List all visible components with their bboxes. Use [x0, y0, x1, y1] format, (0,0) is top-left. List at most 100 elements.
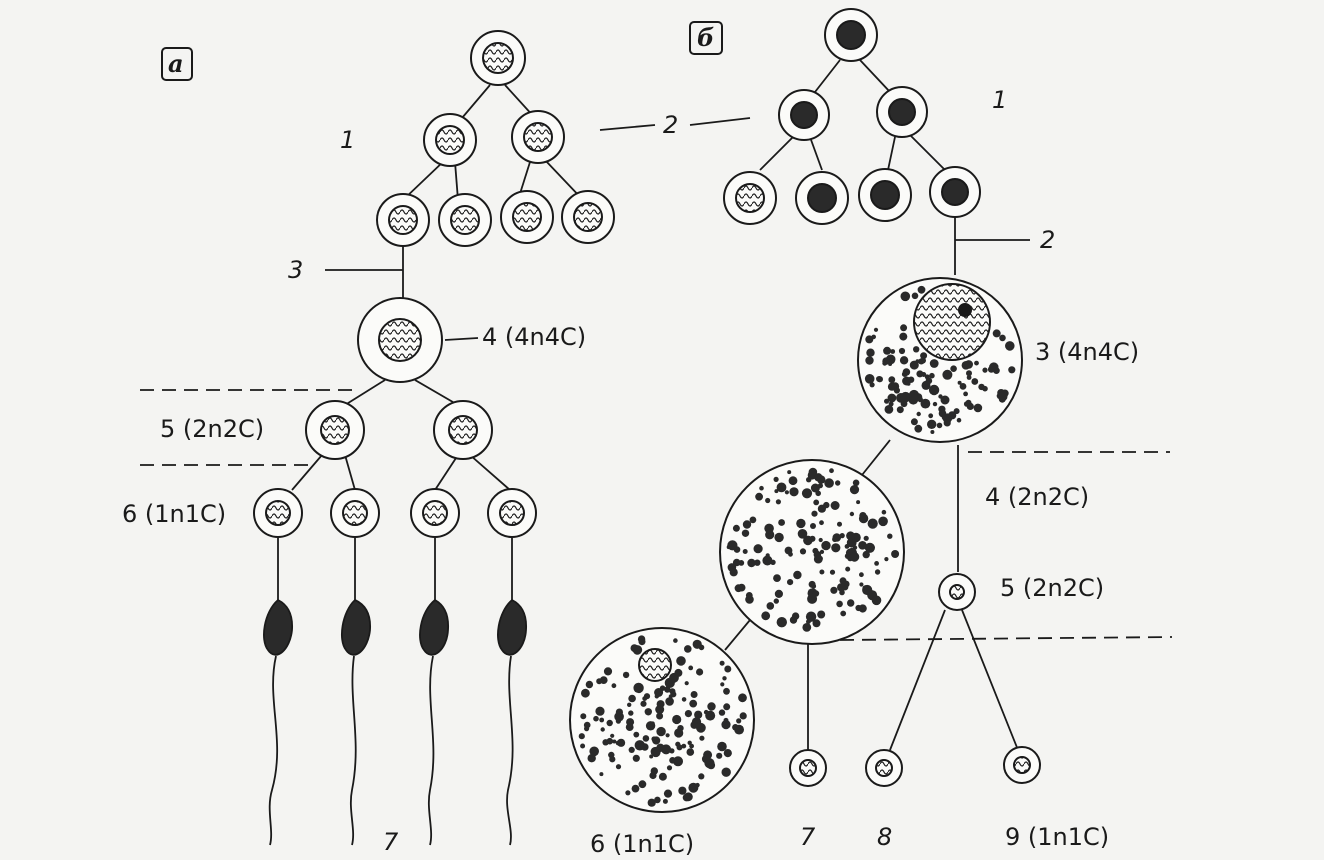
- yolk-granule: [939, 410, 947, 418]
- yolk-granule: [719, 709, 725, 715]
- yolk-granule: [830, 587, 837, 594]
- label-b-1: 1: [992, 86, 1007, 114]
- yolk-granule: [800, 548, 806, 554]
- yolk-granule: [720, 682, 724, 686]
- yolk-granule: [875, 569, 880, 574]
- yolk-granule: [774, 533, 783, 542]
- yolk-granule: [942, 370, 952, 380]
- yolk-granule: [628, 695, 636, 703]
- yolk-granule: [974, 404, 983, 413]
- yolk-granule: [776, 499, 781, 504]
- yolk-granule: [900, 324, 907, 331]
- yolk-granule: [593, 716, 599, 722]
- yolk-granule: [657, 700, 665, 708]
- yolk-granule: [974, 361, 979, 366]
- yolk-granule: [926, 378, 933, 385]
- yolk-granule: [929, 385, 939, 395]
- yolk-granule: [948, 411, 956, 419]
- spermatid-2: [331, 489, 379, 537]
- yolk-granule: [837, 583, 845, 591]
- label-a-7: 7: [383, 828, 399, 856]
- yolk-granule: [811, 511, 817, 517]
- yolk-granule: [673, 756, 683, 766]
- panel-a-cells: [254, 31, 614, 537]
- yolk-granule: [616, 764, 621, 769]
- yolk-granule: [724, 718, 729, 723]
- yolk-granule: [859, 582, 863, 586]
- yolk-granule: [629, 747, 635, 753]
- yolk-granule: [933, 402, 937, 406]
- yolk-granule: [580, 713, 586, 719]
- yolk-granule: [817, 611, 825, 619]
- yolk-granule: [673, 638, 678, 643]
- spermatid-3: [411, 489, 459, 537]
- spermatogonium-right: [512, 111, 564, 163]
- polar-body-7: [790, 750, 826, 786]
- yolk-granule: [774, 598, 779, 603]
- oogonium-row-2: [796, 172, 848, 224]
- yolk-granule: [967, 375, 972, 380]
- yolk-granule: [685, 681, 689, 685]
- yolk-granule: [821, 541, 830, 550]
- yolk-granule: [894, 387, 900, 393]
- yolk-granule: [966, 400, 972, 406]
- yolk-granule: [694, 711, 702, 719]
- yolk-granule: [818, 483, 823, 488]
- yolk-granule: [651, 721, 655, 725]
- yolk-granule: [754, 544, 763, 553]
- yolk-granule: [914, 425, 922, 433]
- yolk-granule: [640, 701, 646, 707]
- yolk-granule: [846, 531, 855, 540]
- yolk-granule: [859, 514, 868, 523]
- yolk-granule: [902, 371, 908, 377]
- yolk-granule: [836, 601, 843, 608]
- label-b-2: 2: [1040, 226, 1055, 254]
- yolk-granule: [817, 475, 825, 483]
- label-a-1: 1: [340, 126, 355, 154]
- spermatozoon-4: [498, 600, 526, 845]
- yolk-granule: [818, 505, 826, 513]
- yolk-granule: [787, 470, 791, 474]
- yolk-granule: [588, 754, 596, 762]
- yolk-granule: [928, 413, 933, 418]
- label-b-9: 9 (1n1C): [1005, 823, 1109, 851]
- yolk-granule: [818, 556, 823, 561]
- yolk-granule: [746, 592, 753, 599]
- yolk-granule: [962, 361, 971, 370]
- yolk-granule: [850, 512, 854, 516]
- yolk-granule: [777, 617, 787, 627]
- yolk-granule: [599, 772, 603, 776]
- secondary-spermatocyte-left: [306, 401, 364, 459]
- label-a-3: 3: [288, 256, 303, 284]
- yolk-granule: [982, 386, 988, 392]
- panel-a-letter: а: [168, 49, 184, 78]
- label-b-8: 8: [877, 823, 892, 851]
- yolk-granule: [750, 517, 757, 524]
- yolk-granule: [930, 430, 934, 434]
- yolk-granule: [688, 666, 693, 671]
- label-b-7: 7: [800, 823, 816, 851]
- yolk-granule: [793, 571, 801, 579]
- yolk-granule: [723, 703, 730, 710]
- yolk-granule: [950, 365, 957, 372]
- yolk-granule: [819, 538, 823, 542]
- yolk-granule: [676, 656, 686, 666]
- yolk-granule: [884, 399, 889, 404]
- yolk-granule: [742, 530, 749, 537]
- spermatid-4: [488, 489, 536, 537]
- yolk-granule: [789, 487, 798, 496]
- yolk-granule: [596, 708, 601, 713]
- yolk-granule: [612, 683, 617, 688]
- yolk-granule: [633, 755, 640, 762]
- yolk-granule: [663, 799, 668, 804]
- oogonium-row-3: [859, 169, 911, 221]
- yolk-granule: [635, 740, 645, 750]
- yolk-granule: [937, 423, 943, 429]
- yolk-granule: [909, 390, 919, 400]
- yolk-granule: [723, 688, 730, 695]
- yolk-granule: [677, 744, 683, 750]
- yolk-granule: [623, 672, 629, 678]
- yolk-granule: [958, 381, 962, 385]
- oogonium-top: [825, 9, 877, 61]
- yolk-granule: [638, 635, 645, 642]
